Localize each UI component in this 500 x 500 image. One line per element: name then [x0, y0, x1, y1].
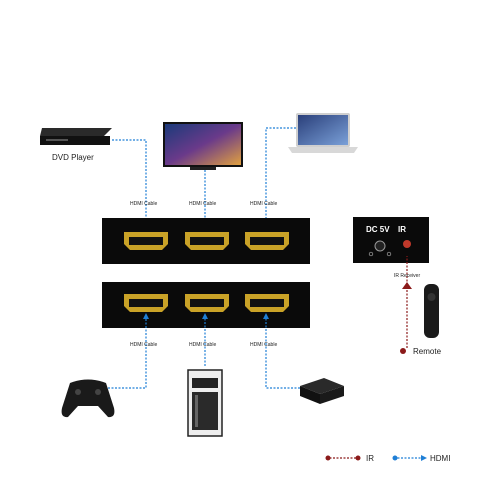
tv-icon — [163, 122, 243, 170]
legend-ir-end-icon — [355, 455, 361, 461]
hdmi-cable-label-bottom-2: HDMI Cable — [189, 342, 216, 348]
matrix-switch-bottom — [102, 282, 310, 328]
ir-port-jack-icon — [403, 240, 411, 248]
hdmi-port-icon-top-1 — [124, 232, 168, 250]
hdmi-port-icon-top-3 — [245, 232, 289, 250]
media-box-icon — [300, 378, 344, 404]
ir-line — [400, 256, 412, 354]
game-controller-icon — [61, 379, 115, 418]
dc-5v-label: DC 5V — [366, 225, 390, 234]
legend-hdmi-label: HDMI — [430, 454, 450, 463]
remote-icon — [424, 284, 439, 338]
legend: IR HDMI — [325, 454, 450, 463]
bottom-hdmi-lines — [108, 313, 300, 389]
ir-receiver-icon — [400, 348, 406, 354]
hdmi-cable-label-bottom-1: HDMI Cable — [130, 342, 157, 348]
hdmi-cable-label-top-1: HDMI Cable — [130, 201, 157, 207]
dvd-player-label: DVD Player — [52, 153, 94, 162]
legend-ir-dot-icon — [325, 455, 331, 461]
ir-control-box: DC 5V IR — [353, 217, 429, 263]
hdmi-cable-label-top-2: HDMI Cable — [189, 201, 216, 207]
laptop-icon — [288, 113, 358, 153]
top-hdmi-lines — [112, 127, 296, 225]
pc-tower-icon — [187, 369, 223, 437]
hdmi-port-icon-bottom-1 — [124, 294, 168, 312]
legend-ir-label: IR — [366, 454, 374, 463]
hdmi-port-icon-bottom-2 — [185, 294, 229, 312]
hdmi-port-icon-bottom-3 — [245, 294, 289, 312]
hdmi-port-icon-top-2 — [185, 232, 229, 250]
hdmi-cable-label-bottom-3: HDMI Cable — [250, 342, 277, 348]
legend-hdmi-arrow-icon — [421, 455, 427, 461]
hdmi-cable-label-top-3: HDMI Cable — [250, 201, 277, 207]
remote-label: Remote — [413, 347, 442, 356]
ir-receiver-label: IR Receiver — [394, 273, 420, 279]
matrix-switch-top — [102, 218, 310, 264]
dc-power-jack-icon — [374, 240, 386, 252]
legend-hdmi-dot-icon — [392, 455, 398, 461]
dvd-player-icon — [40, 128, 112, 145]
ir-port-label: IR — [398, 225, 406, 234]
